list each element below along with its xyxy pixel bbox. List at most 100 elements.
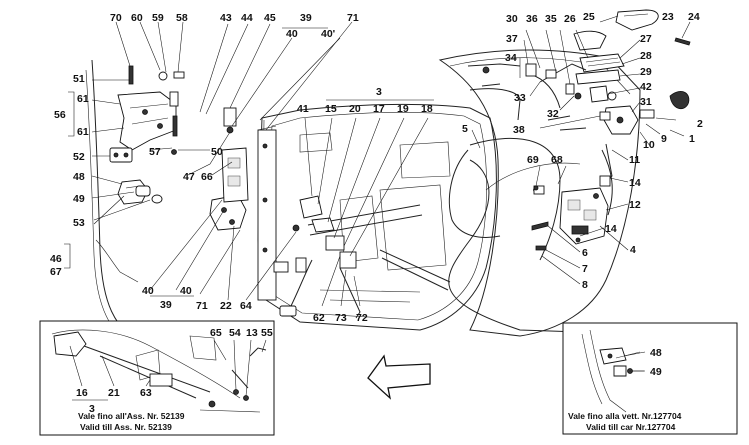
lock-rod <box>533 143 613 191</box>
inset-left <box>39 320 275 436</box>
label-38: 38 <box>513 124 525 136</box>
label-13: 13 <box>246 327 258 339</box>
label-39-top: 39 <box>300 12 312 24</box>
label-14-lower: 14 <box>605 223 617 235</box>
label-33: 33 <box>514 92 526 104</box>
label-37: 37 <box>506 33 518 45</box>
label-70: 70 <box>110 12 122 24</box>
label-5: 5 <box>462 123 468 135</box>
label-65: 65 <box>210 327 222 339</box>
label-55: 55 <box>261 327 273 339</box>
label-61-upper: 61 <box>77 93 89 105</box>
hinge-plate-center <box>221 107 249 203</box>
label-42: 42 <box>640 81 652 93</box>
label-73: 73 <box>335 312 347 324</box>
label-14-upper: 14 <box>629 177 641 189</box>
label-49-inset: 49 <box>650 366 662 378</box>
label-56: 56 <box>54 109 66 121</box>
label-51: 51 <box>73 73 85 85</box>
label-54: 54 <box>229 327 241 339</box>
label-36: 36 <box>526 13 538 25</box>
label-27: 27 <box>640 33 652 45</box>
inset-right-caption-en: Valid till car Nr.127704 <box>586 422 676 432</box>
label-63: 63 <box>140 387 152 399</box>
label-25: 25 <box>583 11 595 23</box>
label-60: 60 <box>131 12 143 24</box>
label-16: 16 <box>76 387 88 399</box>
inset-left-caption-it: Vale fino all'Ass. Nr. 52139 <box>78 411 185 421</box>
leader-lines <box>64 15 691 401</box>
label-57: 57 <box>149 146 161 158</box>
outer-handle-assembly <box>573 9 691 135</box>
label-8: 8 <box>582 279 588 291</box>
label-35: 35 <box>545 13 557 25</box>
label-52: 52 <box>73 151 85 163</box>
label-10: 10 <box>643 139 655 151</box>
door-check-strap <box>117 179 163 205</box>
label-64: 64 <box>240 300 252 312</box>
label-1: 1 <box>689 133 695 145</box>
label-30: 30 <box>506 13 518 25</box>
label-68: 68 <box>551 154 563 166</box>
label-29: 29 <box>640 66 652 78</box>
inset-left-caption-en: Valid till Ass. Nr. 52139 <box>80 422 172 432</box>
label-32: 32 <box>547 108 559 120</box>
label-47: 47 <box>183 171 195 183</box>
label-9: 9 <box>661 133 667 145</box>
upper-linkage <box>467 63 587 131</box>
label-44: 44 <box>241 12 253 24</box>
label-50: 50 <box>211 146 223 158</box>
label-34: 34 <box>505 52 517 64</box>
direction-arrow <box>367 354 431 400</box>
label-67: 67 <box>50 266 62 278</box>
label-3-inset: 3 <box>89 403 95 415</box>
label-26: 26 <box>564 13 576 25</box>
hinge-pins <box>128 65 185 155</box>
door-lock-latch <box>559 187 609 245</box>
label-6: 6 <box>582 247 588 259</box>
label-62: 62 <box>313 312 325 324</box>
upper-hinge <box>109 91 177 163</box>
label-49: 49 <box>73 193 85 205</box>
window-regulator <box>273 195 451 319</box>
label-28: 28 <box>640 50 652 62</box>
label-21: 21 <box>108 387 120 399</box>
label-71-top: 71 <box>347 12 359 24</box>
inset-right-caption-it: Vale fino alla vett. Nr.127704 <box>568 411 682 421</box>
label-15: 15 <box>325 103 337 115</box>
label-7: 7 <box>582 263 588 275</box>
label-22: 22 <box>220 300 232 312</box>
label-61-lower: 61 <box>77 126 89 138</box>
label-48-inset: 48 <box>650 347 662 359</box>
label-3-center: 3 <box>376 86 382 98</box>
door-inner-panel <box>257 103 497 331</box>
label-40-top: 40 <box>286 28 298 40</box>
label-4: 4 <box>630 244 636 256</box>
label-46: 46 <box>50 253 62 265</box>
inset-right <box>562 322 738 435</box>
label-58: 58 <box>176 12 188 24</box>
label-2: 2 <box>697 118 703 130</box>
label-69: 69 <box>527 154 539 166</box>
label-53: 53 <box>73 217 85 229</box>
label-19: 19 <box>397 103 409 115</box>
label-40-bottom-b: 40 <box>180 285 192 297</box>
label-45: 45 <box>264 12 276 24</box>
label-12: 12 <box>629 199 641 211</box>
label-18: 18 <box>421 103 433 115</box>
label-23: 23 <box>662 11 674 23</box>
label-48: 48 <box>73 171 85 183</box>
label-40prime: 40' <box>321 28 335 40</box>
inset-captions: Vale fino all'Ass. Nr. 52139 Valid till … <box>78 411 682 432</box>
label-41: 41 <box>297 103 309 115</box>
label-20: 20 <box>349 103 361 115</box>
label-31: 31 <box>640 96 652 108</box>
label-59: 59 <box>152 12 164 24</box>
label-72: 72 <box>356 312 368 324</box>
label-71-bottom: 71 <box>196 300 208 312</box>
label-66: 66 <box>201 171 213 183</box>
label-39-bottom: 39 <box>160 299 172 311</box>
label-11: 11 <box>629 154 640 166</box>
part-number-labels: 70 60 59 58 43 44 45 39 40 40' 71 51 61 … <box>50 11 703 415</box>
